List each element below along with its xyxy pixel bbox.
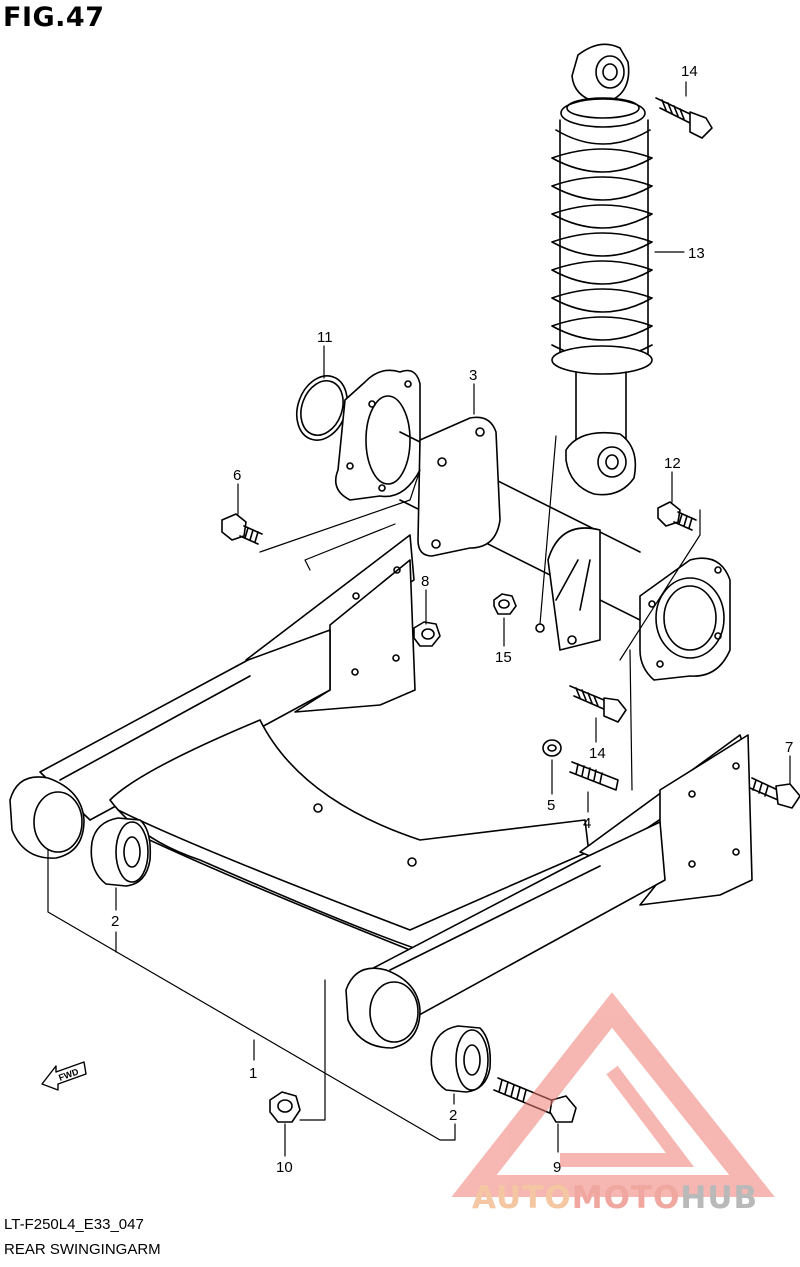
- swingarm: [9, 534, 753, 1049]
- watermark-part-hub: HUB: [680, 1180, 759, 1216]
- watermark-text: AUTOMOTOHUB: [472, 1180, 758, 1216]
- nut-10: [269, 1091, 301, 1123]
- callout-7: 7: [785, 739, 793, 756]
- callout-14-upper: 14: [681, 63, 698, 80]
- shock-absorber: [551, 43, 653, 496]
- callout-14-lower: 14: [589, 745, 606, 762]
- callout-15: 15: [495, 649, 512, 666]
- callout-4: 4: [583, 815, 591, 832]
- callout-2-left: 2: [111, 913, 119, 930]
- callout-9: 9: [553, 1159, 561, 1176]
- fwd-arrow-icon: [41, 1061, 87, 1091]
- diagram-code: LT-F250L4_E33_047: [4, 1216, 144, 1233]
- bushing-2-right: [430, 1025, 492, 1093]
- callout-6: 6: [233, 467, 241, 484]
- callout-8: 8: [421, 573, 429, 590]
- callout-10: 10: [276, 1159, 293, 1176]
- bushing-2-left: [90, 817, 152, 887]
- leader-lines: [47, 81, 791, 1157]
- callout-2-right: 2: [449, 1107, 457, 1124]
- callout-13: 13: [688, 245, 705, 262]
- figure-title: FIG.47: [3, 2, 105, 33]
- bolt-7: [749, 777, 800, 809]
- callout-12: 12: [664, 455, 681, 472]
- bolt-12: [657, 501, 697, 531]
- callout-3: 3: [469, 367, 477, 384]
- watermark-logo-icon: [451, 992, 775, 1197]
- stud-bolt-4: [569, 761, 619, 791]
- nut-8: [413, 621, 441, 647]
- axle-housing: [334, 369, 731, 681]
- washer-5: [542, 739, 562, 757]
- watermark-part-auto: AUTO: [472, 1180, 572, 1216]
- watermark-part-moto: MOTO: [571, 1180, 681, 1216]
- bolt-14-upper: [655, 97, 713, 139]
- bolt-6: [221, 513, 263, 545]
- diagram-caption: REAR SWINGINGARM: [4, 1241, 161, 1258]
- callout-5: 5: [547, 797, 555, 814]
- callout-1: 1: [249, 1065, 257, 1082]
- nut-15: [493, 593, 517, 615]
- callout-11: 11: [317, 329, 333, 346]
- bolt-14-lower: [569, 685, 627, 723]
